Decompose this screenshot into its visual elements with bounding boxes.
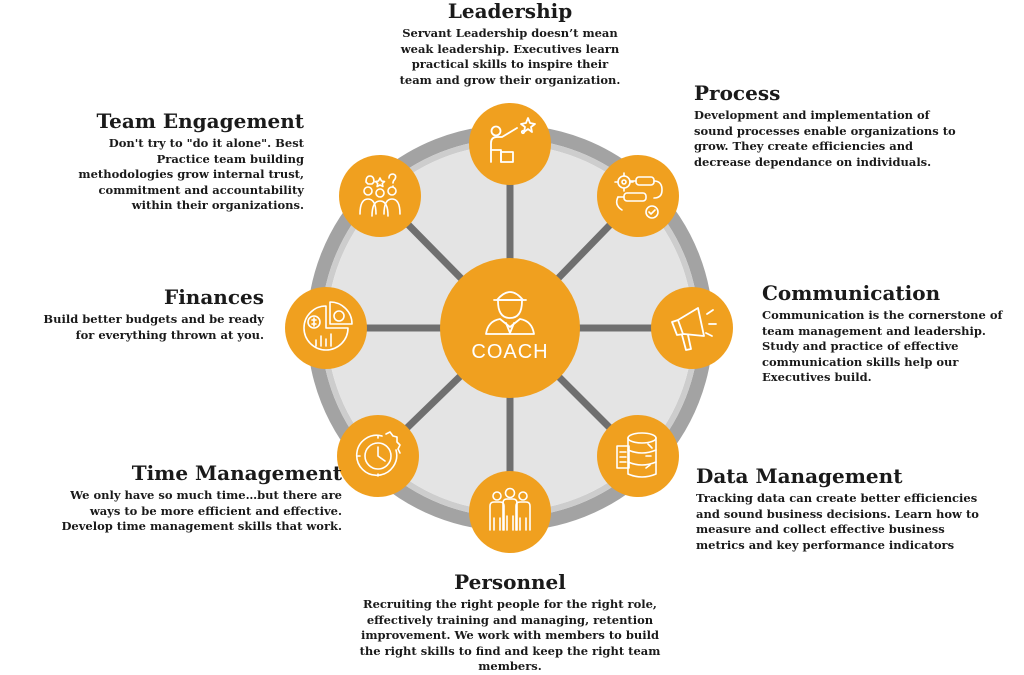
node-process[interactable]: [597, 155, 679, 237]
data-management-block: Data Management Tracking data can create…: [696, 465, 996, 553]
process-block: Process Development and implementation o…: [694, 82, 962, 170]
node-personnel[interactable]: [469, 471, 551, 553]
clock-gear-icon: [355, 431, 401, 477]
coach-hub[interactable]: COACH: [440, 258, 580, 398]
time-management-title: Time Management: [131, 461, 342, 485]
node-leadership[interactable]: [469, 103, 551, 185]
team-ideas-icon: [359, 173, 401, 217]
node-team-engagement[interactable]: [339, 155, 421, 237]
team-engagement-title: Team Engagement: [96, 109, 305, 133]
leadership-title: Leadership: [447, 0, 573, 23]
team-engagement-text: Don't try to "do it alone". Best Practic…: [78, 136, 304, 212]
people-group-icon: [489, 487, 531, 531]
communication-block: Communication Communication is the corne…: [762, 282, 1017, 386]
database-icon: [616, 432, 657, 478]
coach-label: COACH: [471, 341, 548, 363]
data-management-text: Tracking data can create better efficien…: [696, 491, 979, 552]
personnel-text: Recruiting the right people for the righ…: [359, 597, 661, 673]
leadership-block: Leadership Servant Leadership doesn’t me…: [394, 0, 626, 88]
node-time-management[interactable]: [337, 415, 419, 497]
communication-text: Communication is the cornerstone of team…: [762, 308, 1003, 384]
finances-block: Finances Build better budgets and be rea…: [30, 286, 264, 343]
time-management-block: Time Management We only have so much tim…: [42, 462, 342, 535]
megaphone-icon: [671, 307, 717, 351]
time-management-text: We only have so much time…but there are …: [61, 488, 342, 533]
personnel-block: Personnel Recruiting the right people fo…: [350, 571, 670, 675]
finance-chart-icon: [303, 301, 353, 351]
node-data-management[interactable]: [597, 415, 679, 497]
process-title: Process: [694, 81, 781, 105]
personnel-title: Personnel: [454, 570, 566, 594]
node-finances[interactable]: [285, 287, 367, 369]
leadership-text: Servant Leadership doesn’t mean weak lea…: [399, 26, 621, 87]
leader-pointing-star-icon: [490, 117, 536, 163]
coach-person-icon: [485, 291, 535, 335]
finances-title: Finances: [164, 285, 264, 309]
node-communication[interactable]: [651, 287, 733, 369]
finances-text: Build better budgets and be ready for ev…: [43, 312, 264, 342]
data-management-title: Data Management: [696, 464, 903, 488]
communication-title: Communication: [762, 281, 941, 305]
process-text: Development and implementation of sound …: [694, 108, 956, 169]
process-gears-icon: [614, 172, 663, 219]
team-engagement-block: Team Engagement Don't try to "do it alon…: [64, 110, 304, 214]
